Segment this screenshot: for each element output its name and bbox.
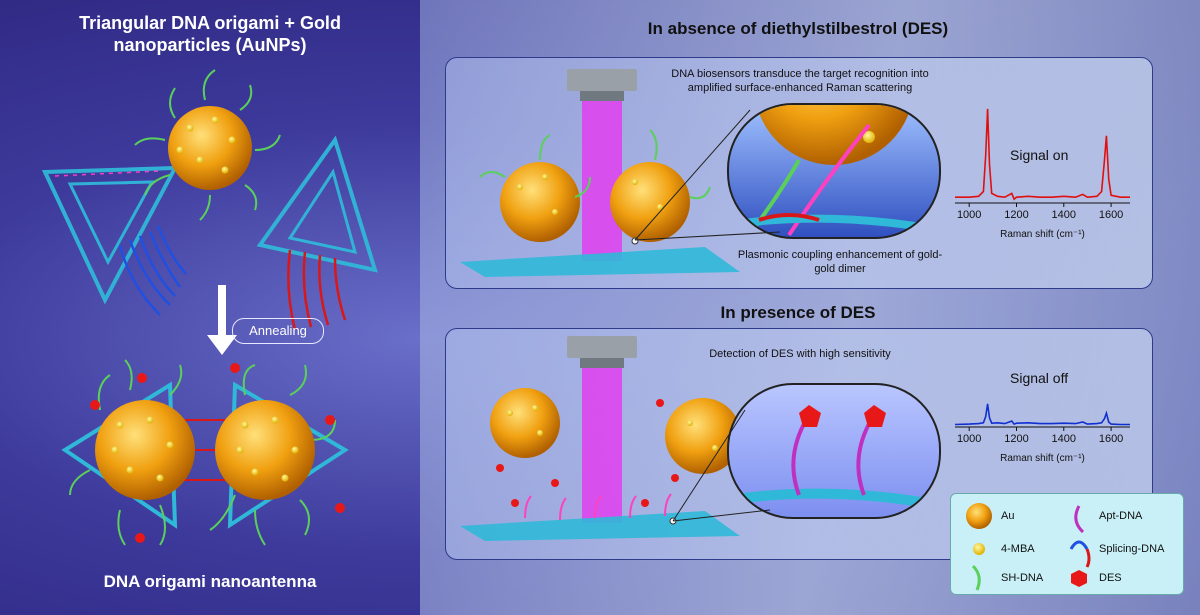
legend-au-label: Au [1001, 510, 1015, 522]
tick-label: 1400 [1052, 433, 1076, 445]
des-molecules-left [90, 363, 345, 543]
top-scene [460, 69, 740, 277]
tick-label: 1000 [957, 433, 981, 445]
nanoantenna-gold-left [95, 400, 195, 500]
legend-aptdna-label: Apt-DNA [1099, 510, 1143, 522]
bottom-zoom-lens [727, 383, 941, 519]
left-title: Triangular DNA origami + Gold nanopartic… [79, 13, 341, 55]
bottom-scene [460, 336, 741, 541]
splicing-dna-strands-red [287, 249, 347, 331]
triangle-origami-right [256, 135, 378, 273]
legend-des-icon [1071, 570, 1087, 587]
nanoantenna-gold-right [215, 400, 315, 500]
top-zoom-connector [634, 109, 781, 241]
triangle-origami-left [41, 165, 179, 305]
legend: Au 4-MBA SH-DNA Apt-DNA Splicing-DNA DES [950, 493, 1184, 595]
tick-label: 1400 [1052, 209, 1076, 221]
legend-au-icon [966, 503, 992, 529]
tick-label: 1600 [1099, 433, 1123, 445]
tick-label: 1000 [957, 209, 981, 221]
legend-des-label: DES [1099, 572, 1122, 584]
legend-mba-icon [973, 543, 985, 555]
legend-mba-label: 4-MBA [1001, 543, 1035, 555]
bottom-zoom-connector [672, 409, 771, 522]
tick-label: 1200 [1004, 209, 1028, 221]
signal-on-label: Signal on [1010, 147, 1069, 163]
tick-label: 1200 [1004, 433, 1028, 445]
signal-off-label: Signal off [1010, 370, 1069, 386]
top-zoom-lens [727, 103, 941, 239]
plasmonic-caption: Plasmonic coupling enhancement of gold-g… [737, 249, 943, 275]
x-axis-label: Raman shift (cm⁻¹) [1000, 453, 1085, 464]
bottom-caption: Detection of DES with high sensitivity [709, 348, 891, 360]
annealing-label: Annealing [232, 318, 324, 344]
series-line [954, 403, 1130, 426]
x-axis-label: Raman shift (cm⁻¹) [1000, 229, 1085, 240]
tick-label: 1600 [1099, 209, 1123, 221]
left-illustration [41, 69, 378, 546]
laser-beam [582, 101, 622, 261]
legend-splicing-label: Splicing-DNA [1099, 543, 1165, 555]
splicing-dna-strands-blue [118, 225, 187, 316]
bottom-section-title: In presence of DES [720, 303, 876, 322]
legend-splicing-icon [1069, 540, 1089, 550]
top-section-title: In absence of diethylstilbestrol (DES) [647, 19, 949, 38]
gold-nanoparticle-top [134, 69, 281, 221]
nanoantenna-label: DNA origami nanoantenna [103, 572, 317, 591]
legend-shdna-label: SH-DNA [1001, 572, 1044, 584]
series-line [955, 108, 1130, 201]
legend-shdna-icon [971, 564, 981, 591]
laser-beam-bottom [582, 368, 622, 523]
nanoantenna-4-mba [111, 416, 299, 482]
top-caption: DNA biosensors transduce the target reco… [671, 68, 929, 94]
legend-aptdna-icon [1074, 505, 1085, 534]
down-arrow [207, 285, 237, 355]
